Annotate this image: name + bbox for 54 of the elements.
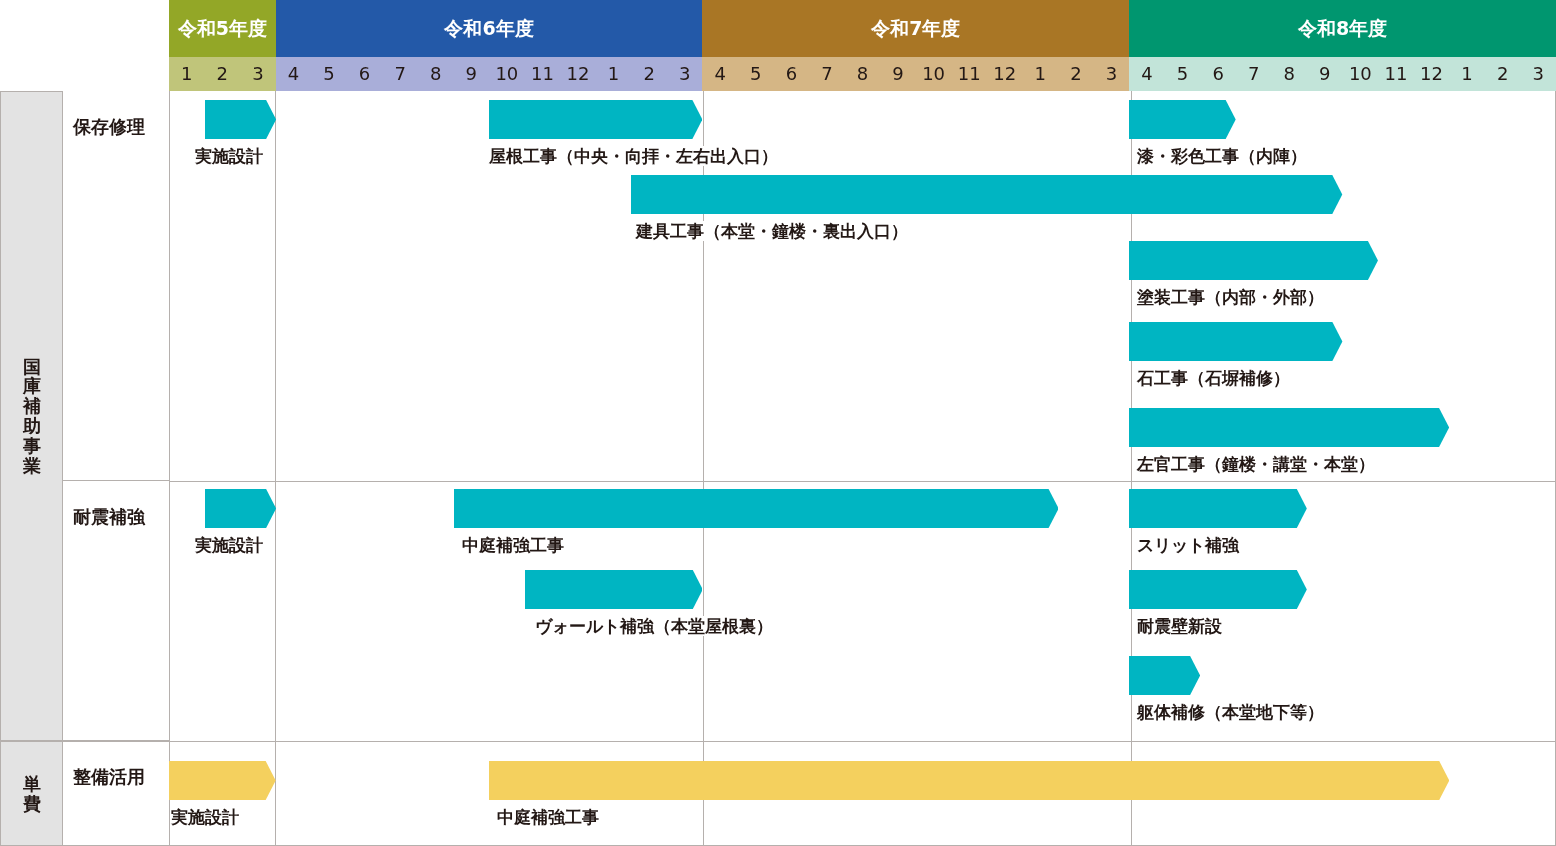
fiscal-year-header: 令和8年度 (1129, 0, 1556, 57)
month-number: 1 (606, 62, 621, 86)
task-label: 耐震壁新設 (1137, 616, 1223, 636)
month-number: 1 (1033, 62, 1047, 86)
month-number: 3 (1531, 62, 1545, 86)
month-number: 9 (1318, 62, 1332, 86)
month-number: 8 (855, 62, 870, 86)
month-number: 7 (1246, 62, 1261, 86)
task-label: スリット補強 (1137, 535, 1240, 555)
fiscal-year-header: 令和7年度 (702, 0, 1130, 57)
month-number: 11 (529, 62, 555, 86)
category-label: 単費 (22, 773, 41, 814)
month-number: 5 (322, 62, 336, 86)
month-number: 2 (1495, 62, 1510, 86)
month-number: 4 (286, 62, 301, 86)
month-number: 3 (1104, 62, 1119, 86)
month-number: 3 (677, 62, 692, 86)
month-number: 11 (956, 62, 982, 86)
month-number: 5 (749, 62, 763, 86)
month-number: 9 (464, 62, 478, 86)
month-number: 12 (565, 62, 591, 86)
month-number: 5 (1175, 62, 1190, 86)
row-label: 耐震補強 (63, 481, 169, 741)
fiscal-year-header: 令和5年度 (169, 0, 276, 57)
month-number: 1 (180, 62, 194, 86)
category-label: 国庫補助事業 (22, 356, 41, 476)
month-number: 6 (1211, 62, 1225, 86)
task-label: 中庭補強工事 (461, 535, 564, 555)
task-label: 実施設計 (171, 807, 239, 827)
month-number: 8 (1282, 62, 1296, 86)
month-number: 4 (713, 62, 727, 86)
month-number: 4 (1140, 62, 1154, 86)
month-number: 10 (1347, 62, 1373, 86)
month-number: 7 (820, 62, 834, 86)
month-number: 6 (357, 62, 372, 86)
month-number: 1 (1460, 62, 1474, 86)
month-number: 8 (429, 62, 443, 86)
month-number: 10 (921, 62, 947, 86)
row-label: 保存修理 (63, 91, 169, 481)
month-number: 10 (494, 62, 520, 86)
month-number: 2 (1069, 62, 1083, 86)
task-label: 実施設計 (194, 146, 263, 166)
month-number: 11 (1383, 62, 1409, 86)
month-number: 6 (784, 62, 799, 86)
task-label: 中庭補強工事 (497, 807, 600, 827)
month-number: 2 (642, 62, 656, 86)
task-label: 実施設計 (194, 535, 263, 555)
fiscal-year-header: 令和6年度 (275, 0, 703, 57)
month-number: 12 (992, 62, 1018, 86)
month-number: 9 (891, 62, 905, 86)
month-number: 7 (393, 62, 407, 86)
month-number: 3 (251, 62, 265, 86)
month-number: 12 (1419, 62, 1444, 86)
month-number: 2 (215, 62, 230, 86)
